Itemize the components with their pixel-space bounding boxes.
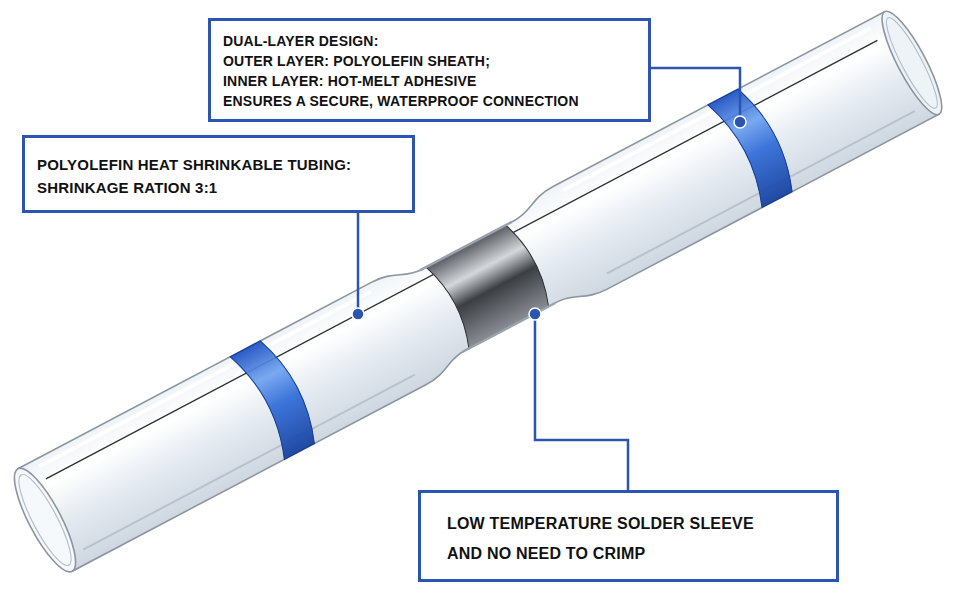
tube-end — [872, 5, 951, 121]
leader-line — [651, 68, 740, 117]
callout-box: LOW TEMPERATURE SOLDER SLEEVE AND NO NEE… — [418, 490, 839, 582]
callout-text: OUTER LAYER: POLYOLEFIN SHEATH; — [223, 51, 636, 71]
leader-line — [535, 319, 628, 490]
callout-heading: POLYOLEFIN HEAT SHRINKABLE TUBING: — [37, 154, 400, 176]
leader-line — [357, 213, 360, 309]
tube-body — [18, 12, 939, 572]
leader-dot — [529, 308, 541, 320]
callout-box: POLYOLEFIN HEAT SHRINKABLE TUBING:SHRINK… — [22, 135, 415, 213]
tube-end — [4, 461, 86, 579]
solder-lip — [420, 222, 512, 271]
adhesive-ring — [230, 336, 324, 460]
callout-text: SHRINKAGE RATION 3:1 — [37, 177, 400, 199]
leader-dot — [734, 116, 746, 128]
adhesive-ring — [708, 84, 802, 208]
tube-end-inner — [879, 13, 944, 113]
callout-heading: DUAL-LAYER DESIGN: — [223, 31, 636, 51]
tube-end-inner — [11, 469, 80, 570]
inner-layer-line — [46, 40, 878, 478]
callout-box: DUAL-LAYER DESIGN:OUTER LAYER: POLYOLEFI… — [208, 18, 651, 122]
callout-text: INNER LAYER: HOT-MELT ADHESIVE — [223, 71, 636, 91]
solder-ring — [426, 221, 556, 348]
callout-heading: LOW TEMPERATURE SOLDER SLEEVE AND NO NEE… — [447, 509, 765, 569]
tube-highlight — [39, 28, 871, 466]
leader-dot — [352, 308, 364, 320]
solder-lip — [463, 303, 555, 352]
callout-text: ENSURES A SECURE, WATERPROOF CONNECTION — [223, 91, 636, 111]
